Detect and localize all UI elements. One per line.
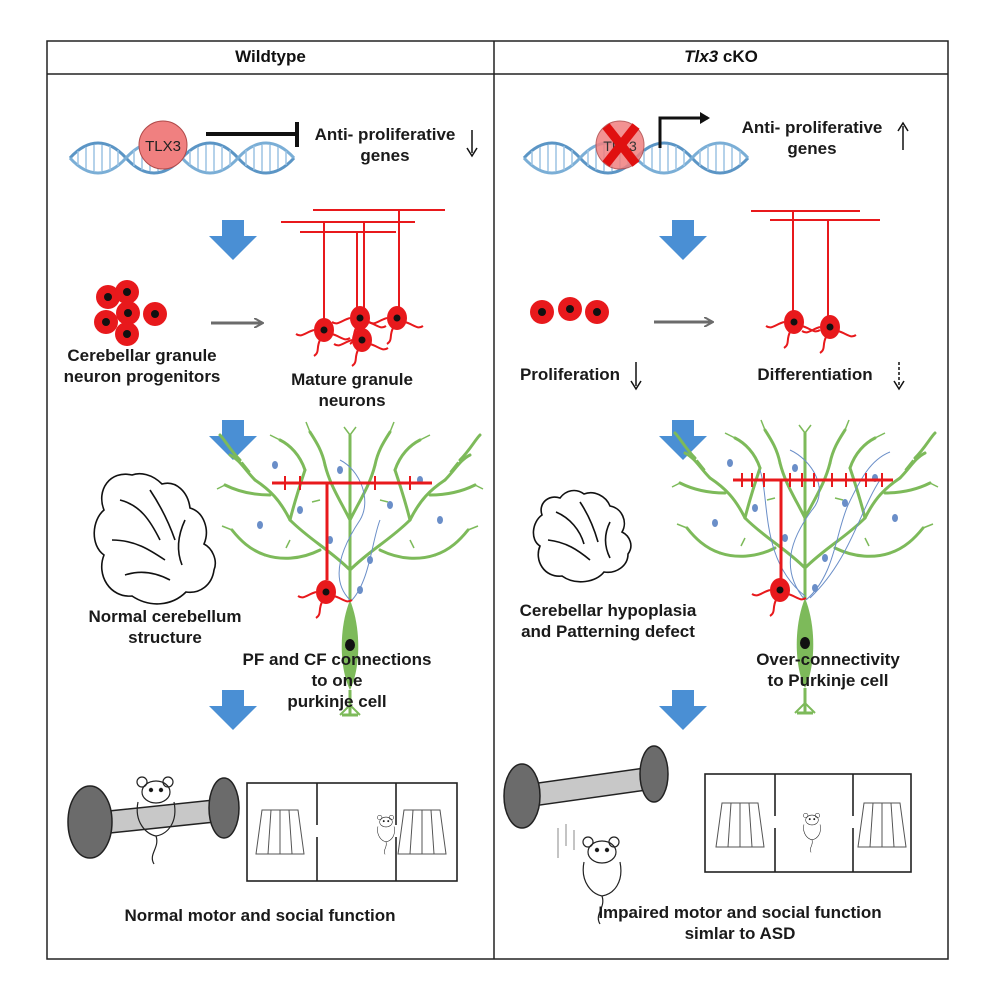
ko-parallel-fiber-icon bbox=[733, 473, 893, 580]
wt-progenitors-label: Cerebellar granule neuron progenitors bbox=[52, 345, 232, 387]
ko-outcome-line2: simlar to ASD bbox=[684, 924, 796, 943]
ko-cerebellum-label: Cerebellar hypoplasia and Patterning def… bbox=[508, 600, 708, 642]
wt-progenitor-cluster-icon bbox=[94, 280, 167, 346]
wt-cerebellum-line1: Normal cerebellum bbox=[88, 607, 242, 626]
wt-mature-label: Mature granule neurons bbox=[272, 369, 432, 411]
wt-granule-soma bbox=[297, 579, 353, 619]
ko-connections-line1: Over-connectivity bbox=[756, 650, 900, 669]
ko-target-genes-label: Anti- proliferative genes bbox=[727, 117, 897, 159]
wt-cerebellum-line2: structure bbox=[128, 628, 202, 647]
header-gene-name: Tlx3 bbox=[684, 47, 719, 66]
wt-mature-line1: Mature granule bbox=[291, 370, 413, 389]
wt-three-chamber-box-icon bbox=[246, 782, 458, 882]
ko-connections-label: Over-connectivity to Purkinje cell bbox=[733, 649, 923, 691]
header-wildtype: Wildtype bbox=[235, 47, 306, 66]
wt-tlx3-protein-icon bbox=[138, 120, 188, 170]
ko-granule-soma bbox=[801, 314, 857, 354]
ko-target-line2: genes bbox=[787, 139, 837, 158]
wt-connections-label: PF and CF connections to one purkinje ce… bbox=[222, 649, 452, 712]
wt-granule-neurons-icon bbox=[281, 209, 445, 330]
ko-cerebellum-line2: and Patterning defect bbox=[521, 622, 695, 641]
wt-progenitors-line1: Cerebellar granule bbox=[67, 346, 217, 365]
ko-up-arrow-indicator bbox=[897, 121, 909, 150]
ko-cerebellum-line1: Cerebellar hypoplasia bbox=[519, 601, 697, 620]
ko-flow-arrow-icon-2 bbox=[659, 420, 707, 460]
ko-granule-soma bbox=[751, 577, 807, 617]
wt-repression-arrow bbox=[206, 122, 299, 147]
outer-frame bbox=[46, 40, 949, 960]
ko-differentiation-label: Differentiation bbox=[757, 365, 873, 384]
ko-purkinje-cell-icon bbox=[670, 418, 940, 715]
header-cko-suffix: cKO bbox=[718, 47, 758, 66]
wt-connections-line3: purkinje cell bbox=[287, 692, 387, 711]
ko-flow-arrow-icon-3 bbox=[659, 690, 707, 730]
ko-granule-soma bbox=[765, 309, 821, 349]
wt-granule-soma bbox=[333, 327, 389, 367]
wt-cerebellum-outline-icon bbox=[93, 472, 217, 605]
ko-outcome-line1: Impaired motor and social function bbox=[598, 903, 882, 922]
wt-granule-soma bbox=[295, 317, 351, 357]
ko-granule-neurons-icon bbox=[751, 210, 880, 318]
wt-progenitors-line2: neuron progenitors bbox=[63, 367, 221, 386]
ko-activation-arrow bbox=[658, 112, 710, 148]
wt-down-arrow-indicator bbox=[466, 130, 478, 158]
wt-connections-line2: to one bbox=[311, 671, 363, 690]
knockout-x-icon bbox=[602, 123, 640, 167]
wt-outcome-label: Normal motor and social function bbox=[124, 906, 396, 925]
ko-target-line1: Anti- proliferative bbox=[741, 118, 883, 137]
wt-flow-arrow-icon-1 bbox=[209, 220, 257, 260]
ko-flow-arrow-icon-1 bbox=[659, 220, 707, 260]
wt-rotarod-icon bbox=[67, 777, 240, 859]
ko-down-arrow-indicator bbox=[630, 362, 905, 391]
wt-target-genes-label: Anti- proliferative genes bbox=[305, 124, 465, 166]
ko-cerebellum-outline-icon bbox=[532, 489, 632, 583]
ko-connections-line2: to Purkinje cell bbox=[767, 671, 889, 690]
wt-target-line2: genes bbox=[360, 146, 410, 165]
ko-three-chamber-box-icon bbox=[704, 773, 912, 873]
wt-target-line1: Anti- proliferative bbox=[314, 125, 456, 144]
wt-parallel-fiber-icon bbox=[272, 476, 432, 580]
ko-progenitor-cells-icon bbox=[530, 297, 609, 324]
wt-connections-line1: PF and CF connections bbox=[242, 650, 432, 669]
ko-proliferation-label: Proliferation bbox=[519, 365, 621, 384]
header-tlx3-cko: Tlx3 cKO bbox=[494, 40, 948, 74]
ko-outcome-label: Impaired motor and social function simla… bbox=[540, 902, 940, 944]
wt-protein-label: TLX3 bbox=[145, 138, 181, 155]
ko-rotarod-icon bbox=[503, 745, 669, 858]
wt-purkinje-cell-icon bbox=[215, 420, 485, 717]
wt-mature-line2: neurons bbox=[318, 391, 386, 410]
wt-cerebellum-label: Normal cerebellum structure bbox=[65, 606, 265, 648]
